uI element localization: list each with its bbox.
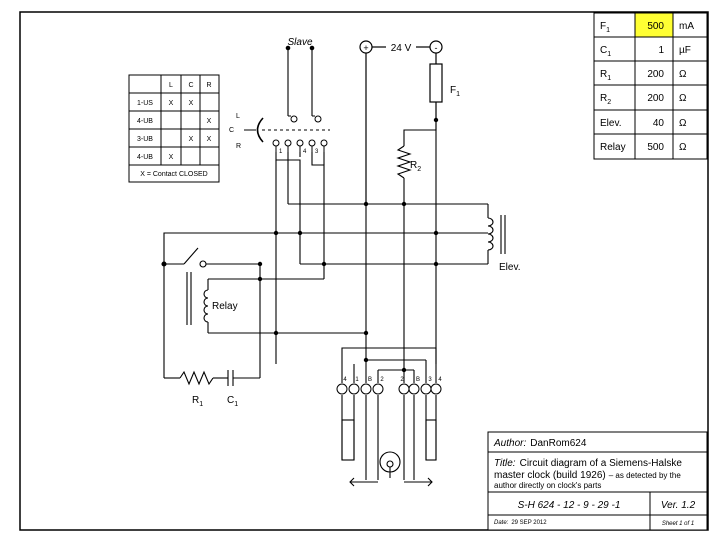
contact-row-name: 1-US bbox=[137, 100, 153, 107]
plus-symbol: + bbox=[363, 43, 368, 53]
contact-cell: X bbox=[207, 136, 212, 143]
contact-table-footer: X = Contact CLOSED bbox=[140, 171, 208, 178]
contact-header-r: R bbox=[206, 82, 211, 89]
value-row-value: 1 bbox=[658, 45, 664, 56]
value-row-name: Elev. bbox=[600, 118, 622, 129]
contact-cell: X bbox=[169, 154, 174, 161]
value-row-name: F1 bbox=[600, 21, 610, 34]
title-note: author directly on clock's parts bbox=[494, 481, 601, 490]
switch-l-label: L bbox=[236, 113, 240, 120]
contact-cell: X bbox=[189, 136, 194, 143]
value-row-value: 500 bbox=[647, 142, 664, 153]
minus-symbol: - bbox=[435, 43, 438, 53]
contact-cell: X bbox=[189, 100, 194, 107]
value-row-name: C1 bbox=[600, 45, 611, 58]
contact-cell: X bbox=[207, 118, 212, 125]
contact-header-l: L bbox=[169, 82, 173, 89]
document-number: S-H 624 - 12 - 9 - 29 -1 bbox=[518, 500, 621, 511]
sheet-label: Sheet 1 of 1 bbox=[662, 521, 694, 527]
elev-label: Elev. bbox=[499, 262, 521, 273]
voltage-label: 24 V bbox=[391, 43, 412, 54]
contact-row-name: 3-UB bbox=[137, 136, 153, 143]
value-row-value: 200 bbox=[647, 69, 664, 80]
terminal-label: 2 bbox=[400, 377, 404, 383]
sheet-frame bbox=[19, 11, 709, 531]
value-row-unit: Ω bbox=[679, 69, 687, 80]
switch-terminal-4: 4 bbox=[303, 149, 307, 155]
switch-terminal-1: 1 bbox=[279, 149, 283, 155]
switch-terminal-3: 3 bbox=[315, 149, 319, 155]
contact-row-name: 4-UB bbox=[137, 118, 153, 125]
terminal-label: 4 bbox=[438, 377, 442, 383]
resistor-r1 bbox=[179, 370, 214, 386]
value-row-unit: Ω bbox=[679, 118, 687, 129]
values-table: F1 500 mA C1 1 µF R1 200 Ω R2 200 Ω Elev… bbox=[593, 12, 708, 160]
c1-label: C1 bbox=[227, 395, 238, 408]
highlight-cell bbox=[635, 13, 673, 37]
power-supply bbox=[359, 40, 443, 204]
switch-cam bbox=[256, 117, 264, 143]
value-row-unit: Ω bbox=[679, 93, 687, 104]
fuse-label: F1 bbox=[450, 85, 460, 98]
relay-coil bbox=[203, 289, 209, 323]
fuse-f1 bbox=[429, 63, 443, 103]
r1-label: R1 bbox=[192, 395, 203, 408]
value-row-name: Relay bbox=[600, 142, 626, 153]
terminal-label: 3 bbox=[428, 377, 432, 383]
value-row-unit: Ω bbox=[679, 142, 687, 153]
component-labels: R2 Elev. Relay R1 C1 bbox=[192, 160, 521, 408]
author-row: Author:DanRom624 bbox=[493, 438, 587, 449]
value-row-value: 200 bbox=[647, 93, 664, 104]
terminal-label: 1 bbox=[355, 377, 359, 383]
resistor-r2 bbox=[396, 145, 412, 179]
version-label: Ver. 1.2 bbox=[661, 500, 696, 511]
slave-switch bbox=[244, 45, 330, 152]
bottom-terminal-labels: 4 1 B 2 2 B 3 4 bbox=[343, 377, 442, 383]
title-block: Author:DanRom624 Title:Circuit diagram o… bbox=[487, 431, 708, 531]
switch-c-label: C bbox=[229, 127, 234, 134]
value-row-value: 40 bbox=[653, 118, 665, 129]
value-row-value: 500 bbox=[647, 21, 664, 32]
value-row-name: R1 bbox=[600, 69, 611, 82]
slave-label: Slave bbox=[287, 37, 312, 48]
value-row-unit: µF bbox=[679, 45, 691, 56]
relay-contact-arm bbox=[183, 247, 199, 265]
value-row-name: R2 bbox=[600, 93, 611, 106]
title-line2: master clock (build 1926)– as detected b… bbox=[494, 470, 681, 481]
power-labels: + - 24 V F1 bbox=[363, 43, 460, 98]
contact-header-c: C bbox=[188, 82, 193, 89]
wiring bbox=[161, 50, 506, 487]
slave-labels: Slave L C R 1 4 3 bbox=[229, 37, 319, 155]
terminal-label: B bbox=[368, 377, 372, 383]
contact-table: L C R 1-US X X 4-UB X 3-UB X X 4-UB X X … bbox=[128, 74, 220, 183]
r2-label: R2 bbox=[410, 160, 421, 173]
bottom-terminal-block bbox=[336, 383, 442, 395]
value-row-unit: mA bbox=[679, 21, 694, 32]
elevator-coil bbox=[487, 217, 494, 251]
junctions bbox=[257, 117, 439, 373]
terminal-label: 4 bbox=[343, 377, 347, 383]
relay-contact bbox=[199, 260, 207, 268]
terminal-label: 2 bbox=[380, 377, 384, 383]
switch-r-label: R bbox=[236, 143, 241, 150]
title-row: Title:Circuit diagram of a Siemens-Halsk… bbox=[494, 458, 682, 469]
date-row: Date:29 SEP 2012 bbox=[494, 520, 547, 526]
contact-row-name: 4-UB bbox=[137, 154, 153, 161]
terminal-label: B bbox=[416, 377, 420, 383]
contact-cell: X bbox=[169, 100, 174, 107]
relay-label: Relay bbox=[212, 301, 238, 312]
